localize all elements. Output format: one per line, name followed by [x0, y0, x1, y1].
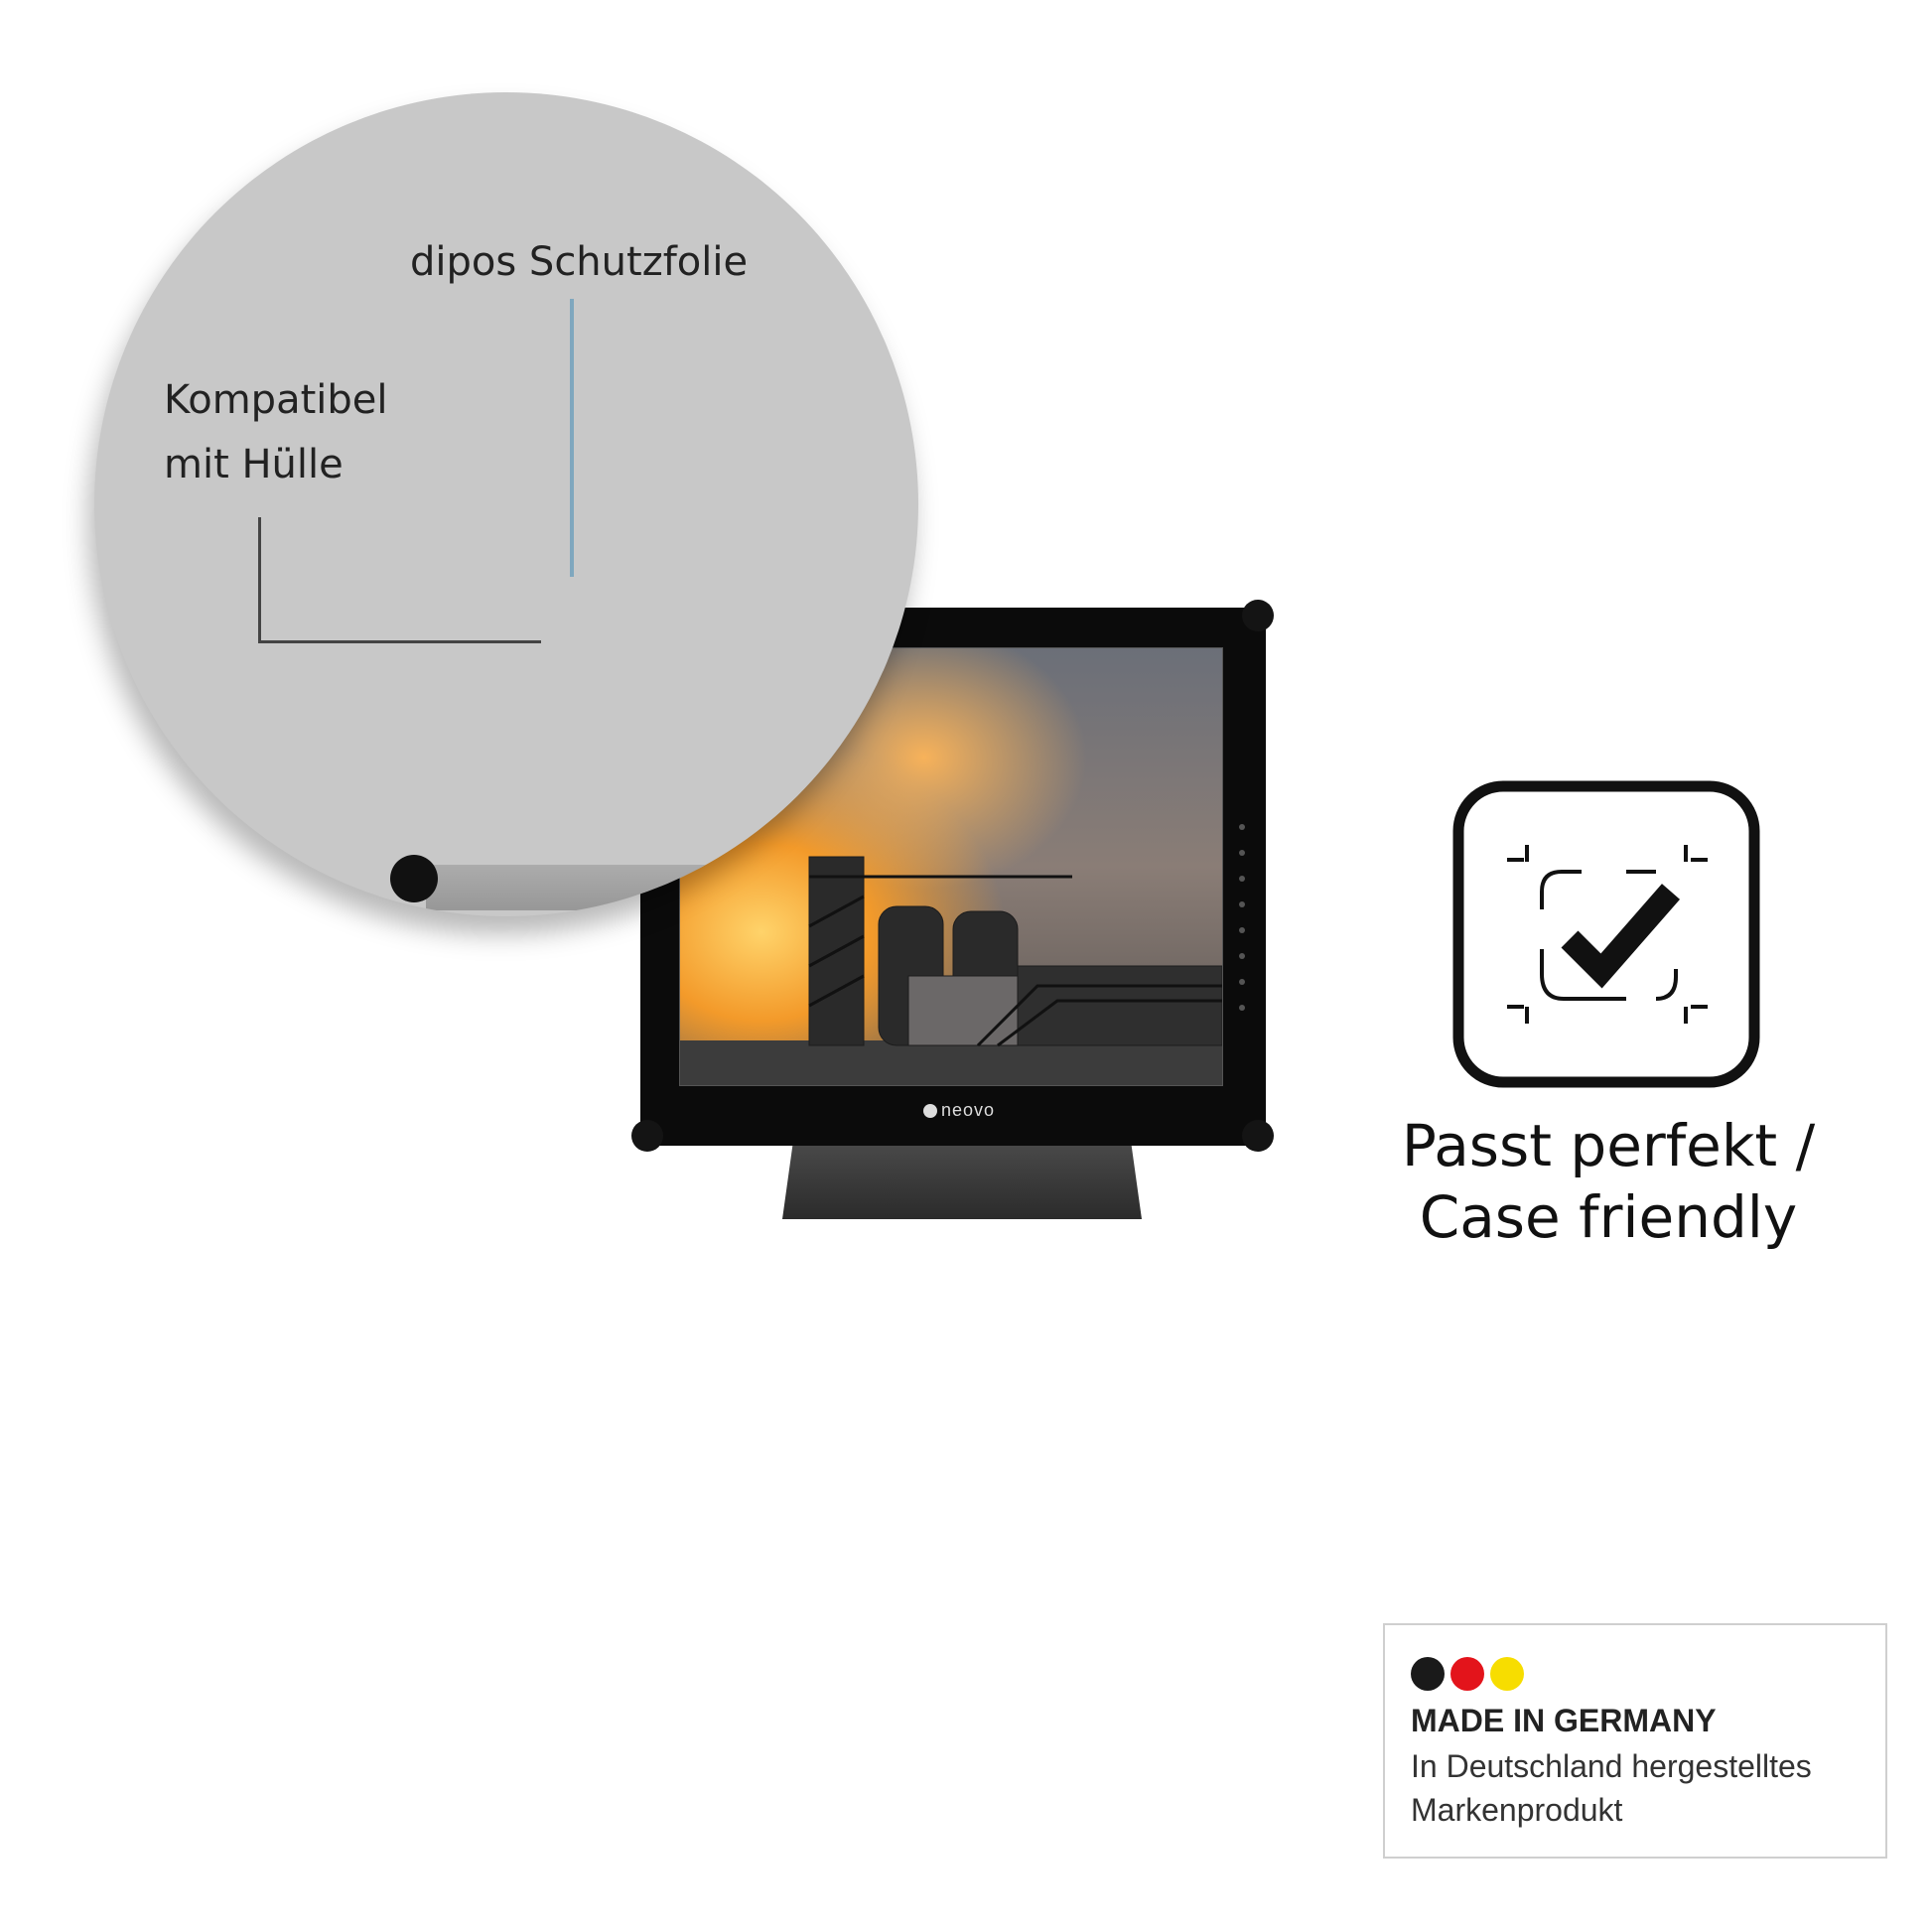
- monitor-corner-knob: [1242, 600, 1274, 631]
- film-callout-label: dipos Schutzfolie: [410, 239, 749, 285]
- case-callout-line1: Kompatibel: [164, 377, 388, 423]
- film-callout-line: [570, 299, 574, 577]
- check-in-frame-icon: [1452, 780, 1760, 1088]
- monitor-side-buttons: [1236, 824, 1248, 1072]
- case-callout-label: Kompatibel mit Hülle: [164, 368, 388, 497]
- caption-line2: Case friendly: [1419, 1183, 1798, 1251]
- flag-dot-red: [1450, 1657, 1484, 1691]
- monitor-corner-knob: [1242, 1120, 1274, 1152]
- flag-dot-black: [1411, 1657, 1445, 1691]
- monitor-corner-knob: [631, 1120, 663, 1152]
- case-friendly-caption: Passt perfekt / Case friendly: [1340, 1110, 1876, 1253]
- flag-dot-gold: [1490, 1657, 1524, 1691]
- case-callout-line2: mit Hülle: [164, 442, 344, 487]
- zoomed-bezel-edge: [426, 865, 744, 910]
- brand-logo-icon: [923, 1104, 937, 1118]
- case-callout-bracket: [258, 517, 541, 643]
- caption-line1: Passt perfekt /: [1401, 1112, 1816, 1179]
- magnifier-circle: dipos Schutzfolie Kompatibel mit Hülle: [94, 92, 918, 916]
- badge-subtitle-line2: Markenprodukt: [1411, 1792, 1623, 1828]
- monitor-stand: [782, 1142, 1142, 1219]
- made-in-germany-badge: MADE IN GERMANY In Deutschland hergestel…: [1383, 1623, 1887, 1859]
- monitor-brand-logo: neovo: [923, 1100, 995, 1121]
- badge-subtitle-line1: In Deutschland hergestelltes: [1411, 1748, 1812, 1784]
- badge-title: MADE IN GERMANY: [1411, 1703, 1717, 1738]
- zoomed-corner-knob: [390, 855, 438, 902]
